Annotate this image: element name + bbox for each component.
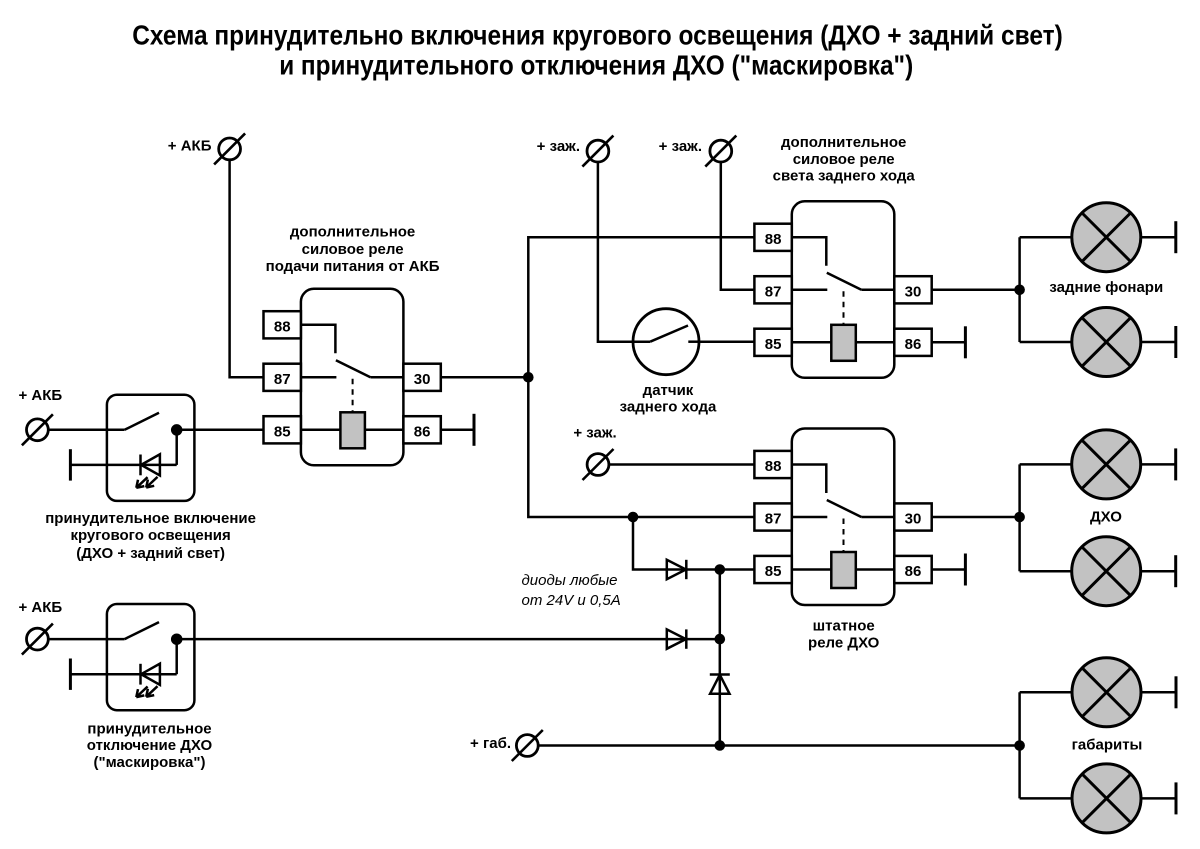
svg-text:+ заж.: + заж. xyxy=(659,138,702,155)
svg-text:силовое реле: силовое реле xyxy=(793,151,895,168)
svg-text:штатное: штатное xyxy=(813,618,875,635)
svg-text:датчик: датчик xyxy=(643,382,694,399)
svg-text:+ заж.: + заж. xyxy=(537,138,580,155)
svg-text:силовое реле: силовое реле xyxy=(302,241,404,258)
svg-text:+ АКБ: + АКБ xyxy=(19,387,63,404)
svg-text:+ габ.: + габ. xyxy=(470,735,511,752)
svg-text:задние фонари: задние фонари xyxy=(1049,279,1163,296)
svg-text:дополнительное: дополнительное xyxy=(290,224,415,241)
svg-text:кругового освещения: кругового освещения xyxy=(70,527,230,544)
svg-text:света заднего хода: света заднего хода xyxy=(773,168,916,185)
svg-text:от 24V и 0,5А: от 24V и 0,5А xyxy=(522,592,621,609)
svg-text:и принудительного отключения Д: и принудительного отключения ДХО ("маски… xyxy=(279,49,913,80)
svg-text:заднего хода: заднего хода xyxy=(620,398,717,415)
svg-text:принудительное: принудительное xyxy=(87,721,211,738)
svg-text:габариты: габариты xyxy=(1072,736,1143,753)
svg-text:+ заж.: + заж. xyxy=(573,425,616,442)
svg-text:подачи питания от АКБ: подачи питания от АКБ xyxy=(266,258,440,275)
svg-text:(ДХО + задний свет): (ДХО + задний свет) xyxy=(76,545,225,562)
svg-text:Схема принудительно включения: Схема принудительно включения кругового … xyxy=(132,19,1063,50)
svg-text:ДХО: ДХО xyxy=(1090,509,1122,526)
svg-text:+ АКБ: + АКБ xyxy=(168,137,212,154)
svg-text:диоды любые: диоды любые xyxy=(522,572,618,589)
svg-text:дополнительное: дополнительное xyxy=(781,134,906,151)
svg-text:отключение ДХО: отключение ДХО xyxy=(87,737,213,754)
svg-text:реле ДХО: реле ДХО xyxy=(808,634,880,651)
svg-text:принудительное включение: принудительное включение xyxy=(45,510,256,527)
svg-text:+ АКБ: + АКБ xyxy=(19,599,63,616)
svg-text:("маскировка"): ("маскировка") xyxy=(94,754,206,771)
